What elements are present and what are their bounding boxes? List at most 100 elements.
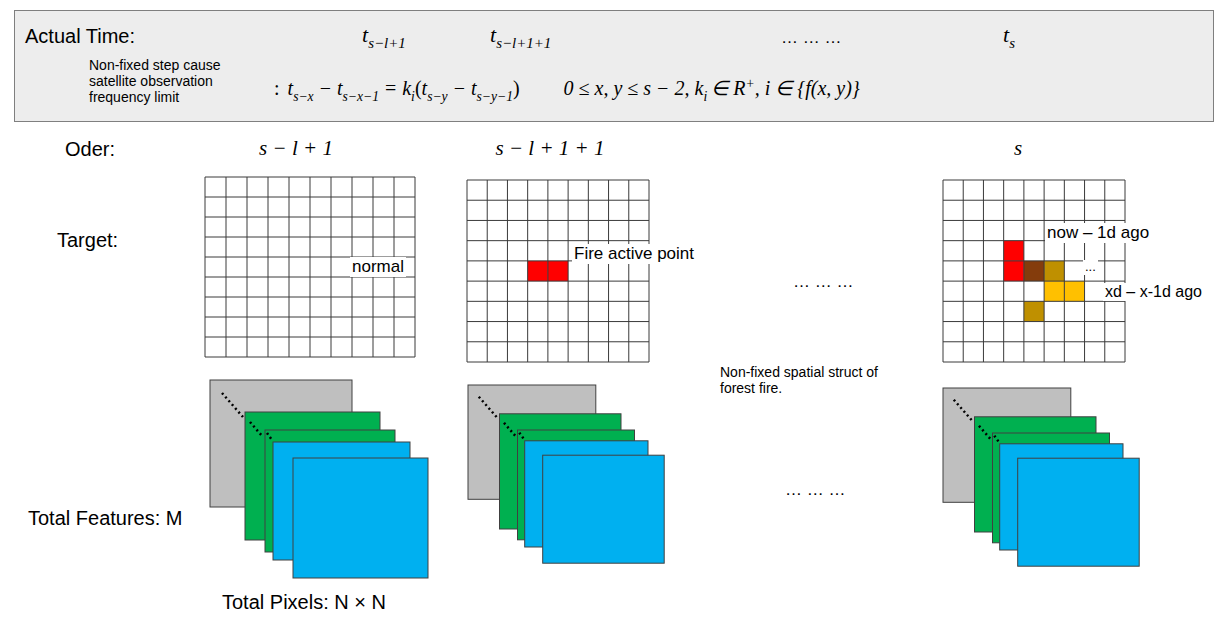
grid-line bbox=[467, 200, 649, 201]
feature-stack bbox=[210, 380, 428, 578]
axis-title: Total Pixels: N × N bbox=[222, 591, 386, 614]
grid-line bbox=[568, 180, 569, 362]
grid-line bbox=[943, 220, 1125, 221]
feature-stack bbox=[943, 388, 1139, 566]
superscript: + bbox=[745, 76, 754, 91]
fire-pixel bbox=[1004, 241, 1024, 261]
grid-line bbox=[205, 177, 206, 357]
grid-line bbox=[205, 317, 415, 318]
grid-line bbox=[310, 177, 311, 357]
feature-stack bbox=[468, 385, 664, 563]
grid-line bbox=[205, 197, 415, 198]
grid-annotation: normal bbox=[350, 257, 406, 277]
feature-layer bbox=[1018, 458, 1139, 566]
math-symbol: = bbox=[385, 77, 396, 99]
ellipsis: … … … bbox=[785, 480, 845, 500]
grid-line bbox=[205, 297, 415, 298]
note-text: Non-fixed step cause satellite observati… bbox=[89, 57, 267, 105]
row-title: Target: bbox=[57, 229, 118, 252]
subscript: s−x−1 bbox=[342, 89, 378, 104]
subscript: i bbox=[703, 89, 707, 104]
math-symbol: t bbox=[1003, 22, 1009, 47]
math-symbol: 0 ≤ x, y ≤ s − 2, k bbox=[564, 77, 704, 99]
grid-line bbox=[467, 362, 649, 363]
dotted-diagonal bbox=[994, 436, 999, 442]
grid-line bbox=[331, 177, 332, 357]
math-symbol: ) bbox=[513, 77, 520, 99]
grid-line bbox=[943, 180, 944, 362]
grid-line bbox=[1064, 180, 1065, 362]
subscript: s bbox=[1009, 35, 1015, 51]
math-symbol: − bbox=[320, 77, 331, 99]
dotted-diagonal bbox=[979, 426, 991, 440]
math-symbol: − bbox=[454, 77, 465, 99]
time-band: Actual Time: Non-fixed step cause satelli… bbox=[14, 10, 1214, 122]
formula: :ts−x−ts−x−1=ki(ts−y−ts−y−1)0 ≤ x, y ≤ s… bbox=[274, 76, 860, 105]
time-stamp: ts bbox=[1003, 22, 1015, 53]
order-index: s − l + 1 + 1 bbox=[495, 136, 604, 160]
grid-line bbox=[467, 301, 649, 302]
grid-line bbox=[943, 180, 1125, 181]
target-grid: Fire active point bbox=[467, 180, 649, 362]
fire-pixel bbox=[1044, 281, 1064, 301]
grid-line bbox=[1003, 180, 1004, 362]
grid-line bbox=[527, 180, 528, 362]
ellipsis: … … … bbox=[781, 28, 841, 48]
grid-line bbox=[588, 180, 589, 362]
math-symbol: k bbox=[402, 77, 411, 99]
grid-annotation: now – 1d ago bbox=[1045, 223, 1151, 243]
axis-title: Total Features: M bbox=[28, 507, 183, 530]
target-grid: now – 1d ago...xd – x-1d ago bbox=[943, 180, 1125, 362]
grid-line bbox=[547, 180, 548, 362]
time-stamp: ts−l+1+1 bbox=[490, 22, 551, 53]
dotted-diagonal bbox=[954, 400, 973, 422]
dotted-diagonal bbox=[250, 422, 263, 437]
order-index: s − l + 1 bbox=[259, 136, 333, 160]
grid-line bbox=[487, 180, 488, 362]
feature-layer bbox=[293, 458, 428, 578]
target-grid: normal bbox=[205, 177, 415, 357]
math-symbol: t bbox=[288, 77, 294, 99]
grid-line bbox=[467, 240, 649, 241]
math-symbol: t bbox=[422, 77, 428, 99]
grid-line bbox=[247, 177, 248, 357]
grid-line bbox=[205, 177, 415, 178]
grid-line bbox=[943, 341, 1125, 342]
math-symbol: : bbox=[274, 77, 280, 99]
grid-line bbox=[1125, 180, 1126, 362]
grid-line bbox=[943, 362, 1125, 363]
dotted-diagonal bbox=[519, 433, 524, 439]
grid-line bbox=[467, 180, 649, 181]
dotted-diagonal bbox=[504, 423, 516, 437]
axis-title: Actual Time: bbox=[25, 25, 135, 48]
grid-line bbox=[983, 180, 984, 362]
row-title: Oder: bbox=[65, 138, 115, 161]
grid-line bbox=[467, 321, 649, 322]
grid-line bbox=[467, 180, 468, 362]
grid-line bbox=[415, 177, 416, 357]
fire-pixel bbox=[1024, 301, 1044, 321]
grid-annotation: ... bbox=[1083, 260, 1098, 275]
order-index: s bbox=[1014, 136, 1022, 160]
grid-annotation: xd – x-1d ago bbox=[1103, 283, 1204, 301]
subscript: s−y−1 bbox=[476, 89, 512, 104]
note-text: Non-fixed spatial struct of forest fire. bbox=[720, 364, 900, 396]
dotted-diagonal bbox=[222, 393, 243, 417]
subscript: s−l+1+1 bbox=[496, 35, 551, 51]
feature-layer bbox=[543, 455, 665, 563]
dotted-diagonal bbox=[479, 397, 498, 419]
grid-line bbox=[268, 177, 269, 357]
fire-pixel bbox=[1064, 281, 1084, 301]
subscript: s−x bbox=[293, 89, 314, 104]
subscript: s−y bbox=[427, 89, 448, 104]
math-symbol: ( bbox=[415, 77, 422, 99]
pixel-grid bbox=[943, 180, 1125, 362]
grid-line bbox=[943, 301, 1125, 302]
grid-line bbox=[467, 341, 649, 342]
grid-line bbox=[205, 237, 415, 238]
fire-pixel bbox=[1024, 261, 1044, 281]
time-stamp: ts−l+1 bbox=[362, 22, 406, 53]
ellipsis: … … … bbox=[793, 272, 853, 292]
grid-line bbox=[226, 177, 227, 357]
fire-pixel bbox=[548, 261, 568, 281]
